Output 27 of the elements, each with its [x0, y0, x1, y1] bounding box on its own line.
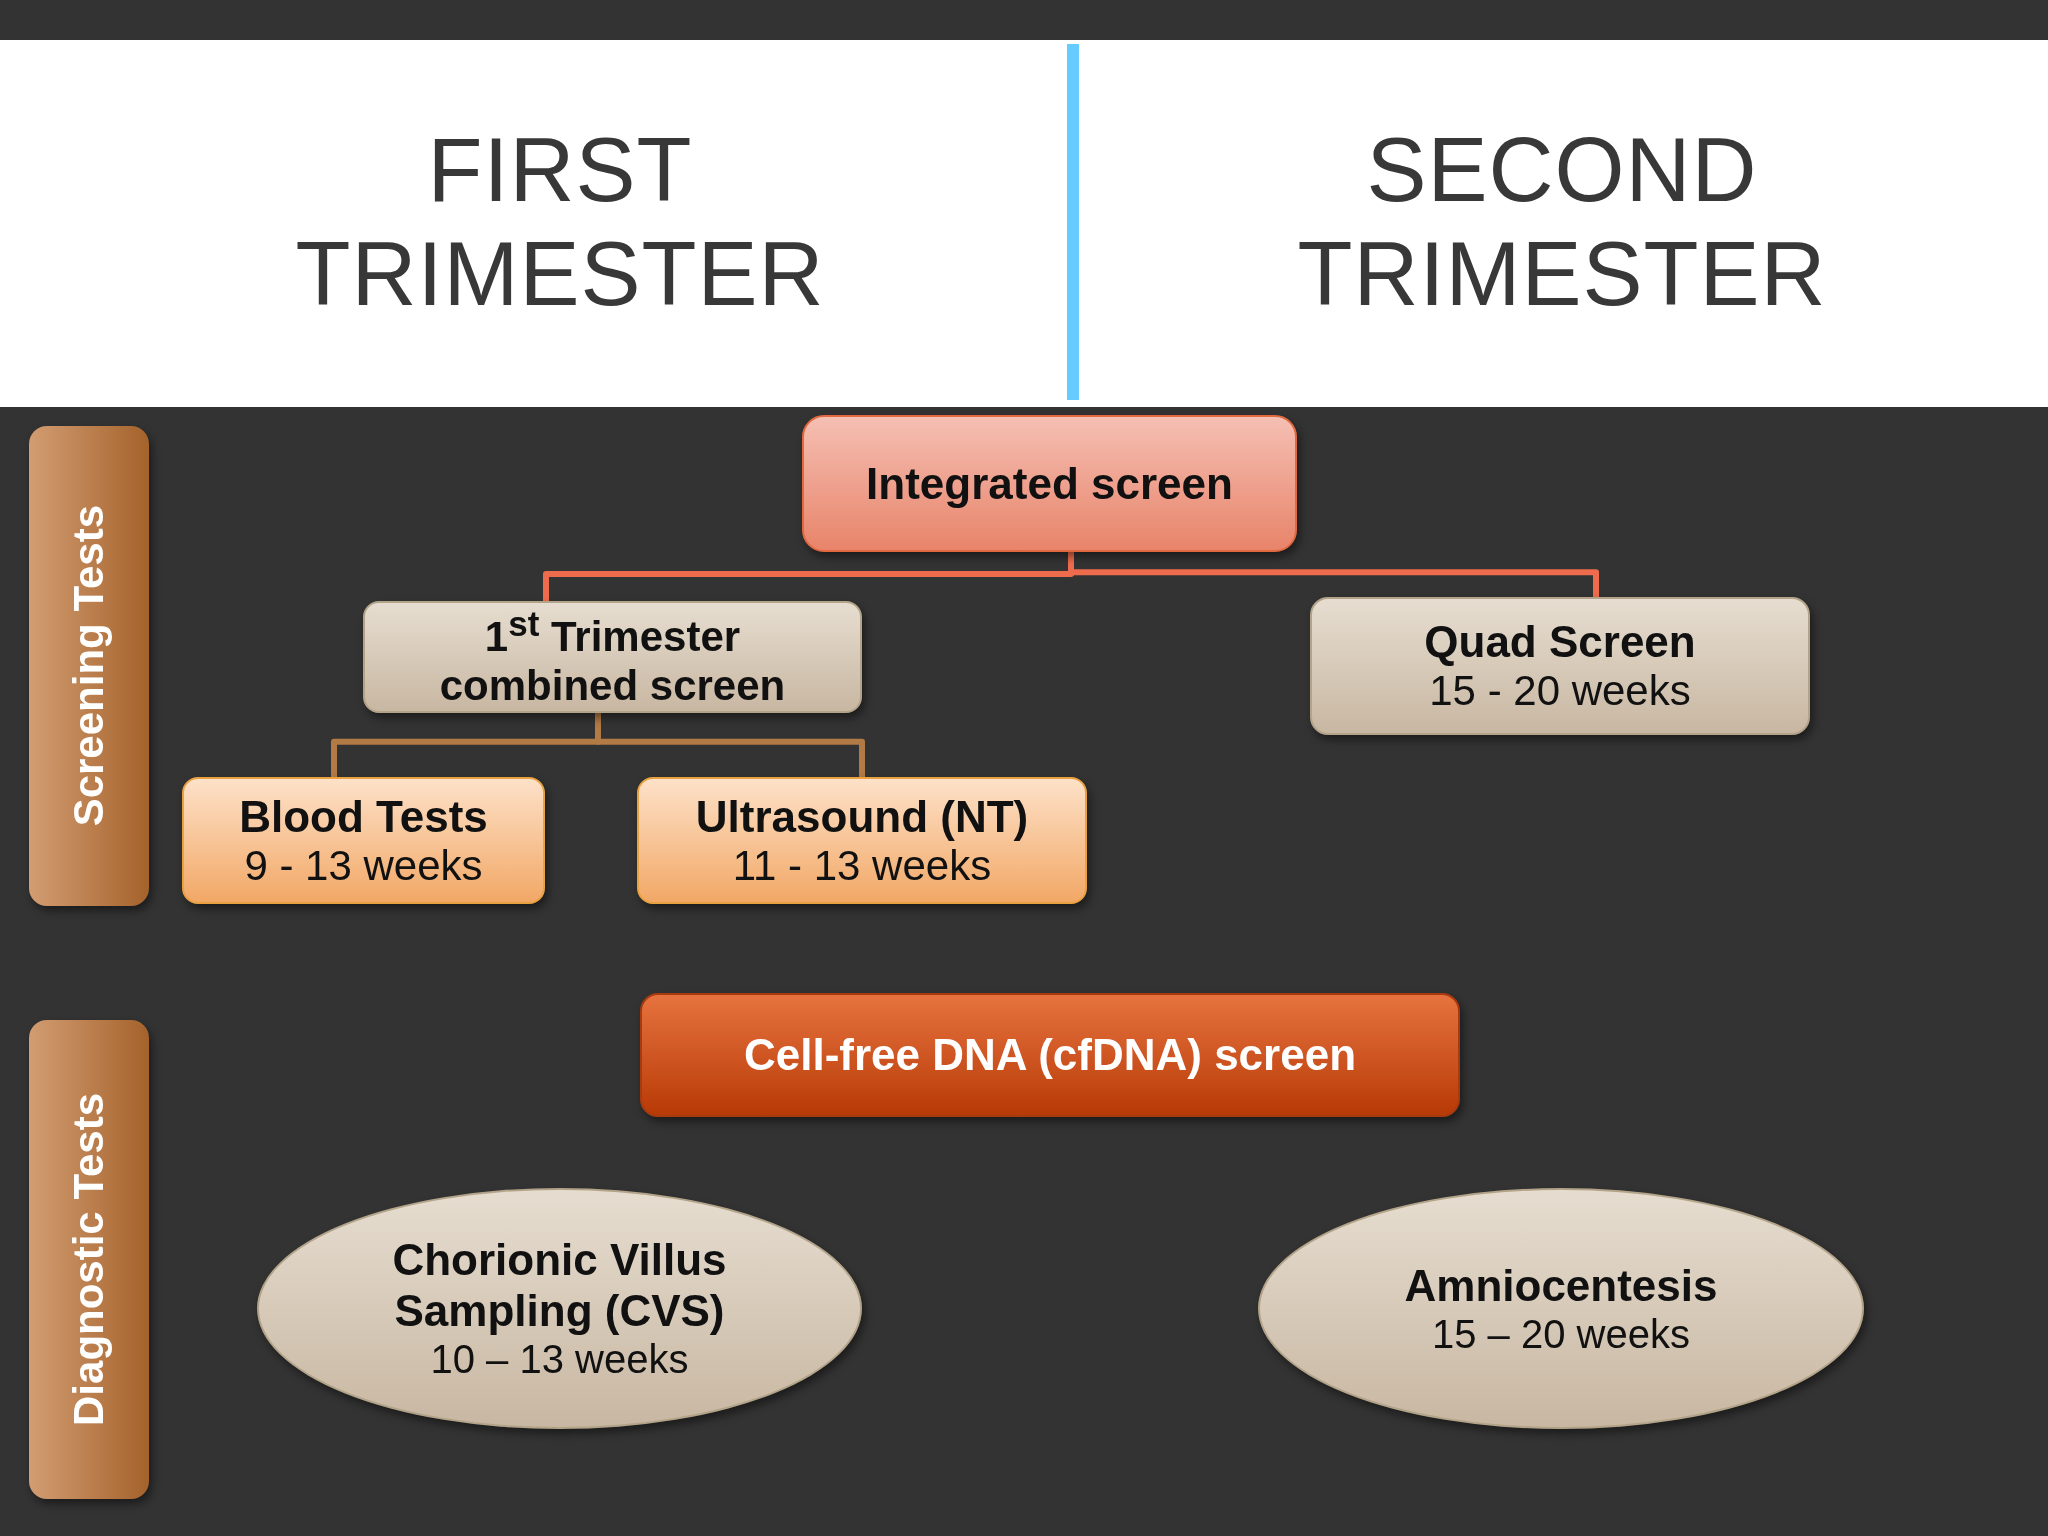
connector-line [1068, 552, 1599, 597]
band-label: Screening Tests [64, 505, 113, 827]
week-range: 15 – 20 weeks [1432, 1310, 1690, 1358]
test-name: Quad Screen [1424, 616, 1696, 668]
test-name: Blood Tests [239, 790, 488, 842]
test-box [182, 777, 545, 904]
screen-box [640, 993, 1460, 1117]
screen-box [802, 415, 1297, 552]
test-name: Ultrasound (NT) [695, 790, 1029, 842]
category-band [29, 1020, 149, 1499]
column-heading: FIRST TRIMESTER [295, 119, 825, 326]
category-band [29, 426, 149, 906]
column-heading: SECOND TRIMESTER [1297, 119, 1827, 326]
test-name: Cell-free DNA (cfDNA) screen [743, 1029, 1357, 1081]
test-name: 1$^{st}$ Trimester combined screen [438, 603, 787, 711]
week-range: 9 - 13 weeks [244, 841, 483, 891]
test-box [637, 777, 1087, 904]
screen-box [363, 601, 862, 713]
connector-line [595, 713, 865, 777]
week-range: 11 - 13 weeks [732, 841, 992, 891]
screen-box [1310, 597, 1810, 735]
test-name: Amniocentesis [1404, 1259, 1718, 1311]
band-label: Diagnostic Tests [64, 1093, 113, 1426]
week-range: 15 - 20 weeks [1429, 667, 1691, 716]
test-name: Integrated screen [866, 458, 1233, 509]
test-name: Chorionic Villus Sampling (CVS) [391, 1234, 728, 1337]
week-range: 10 – 13 weeks [430, 1336, 689, 1383]
